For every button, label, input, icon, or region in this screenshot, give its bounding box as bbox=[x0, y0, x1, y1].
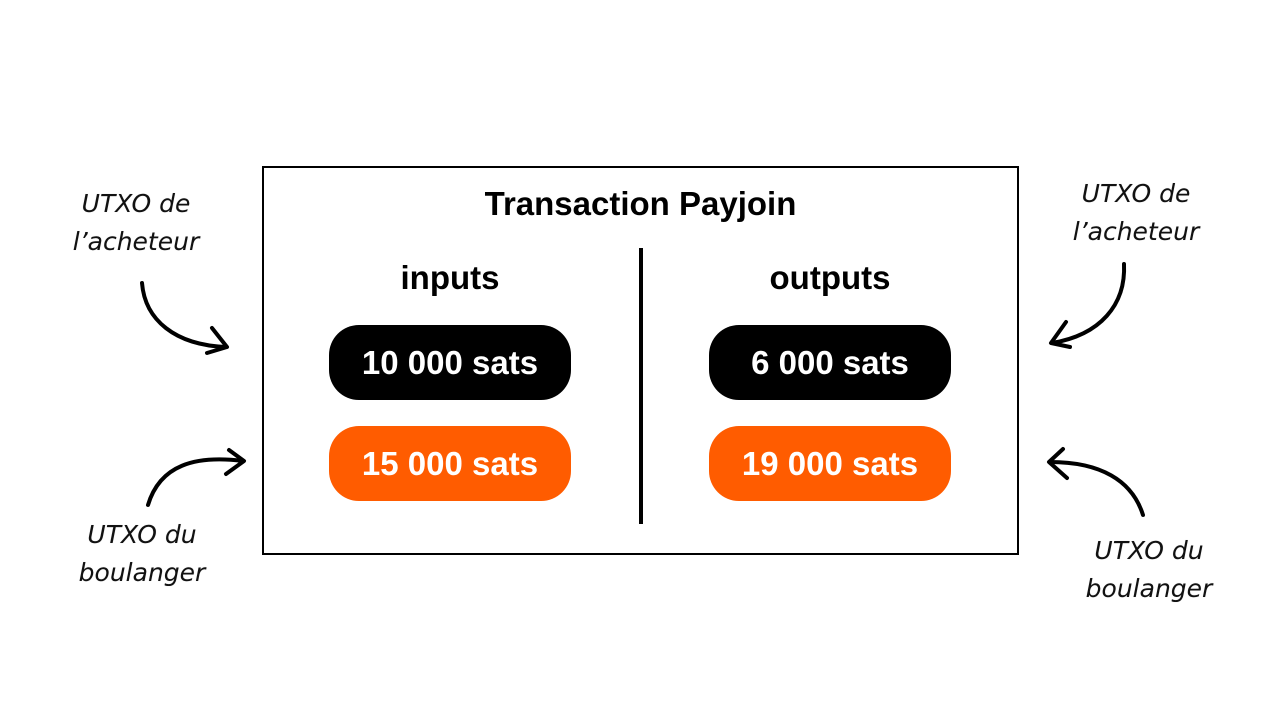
annotation-left-buyer-line2: l’acheteur bbox=[72, 227, 200, 256]
annotation-left-buyer-line1: UTXO de bbox=[81, 189, 191, 218]
annotation-left-baker-line1: UTXO du bbox=[87, 520, 197, 549]
transaction-box: Transaction Payjoin inputs 10 000 sats 1… bbox=[262, 166, 1019, 555]
annotation-right-baker-line1: UTXO du bbox=[1094, 536, 1204, 565]
output-pill-buyer: 6 000 sats bbox=[709, 325, 951, 400]
annotation-right-buyer-line2: l’acheteur bbox=[1072, 217, 1200, 246]
arrow-right-buyer-icon bbox=[1049, 262, 1127, 349]
annotation-left-baker-line2: boulanger bbox=[78, 558, 206, 587]
inputs-heading: inputs bbox=[400, 259, 500, 296]
outputs-heading: outputs bbox=[769, 259, 891, 296]
annotation-right-baker-line2: boulanger bbox=[1085, 574, 1213, 603]
input-pill-buyer: 10 000 sats bbox=[329, 325, 571, 400]
inputs-column: inputs 10 000 sats 15 000 sats bbox=[329, 256, 571, 501]
annotation-right-buyer: UTXO de l’acheteur bbox=[1026, 175, 1246, 251]
arrow-left-baker-icon bbox=[146, 448, 246, 507]
input-pill-baker: 15 000 sats bbox=[329, 426, 571, 501]
annotation-left-buyer: UTXO de l’acheteur bbox=[26, 185, 246, 261]
arrow-right-baker-icon bbox=[1047, 447, 1145, 517]
annotation-right-baker: UTXO du boulanger bbox=[1039, 532, 1259, 608]
column-divider bbox=[639, 248, 643, 524]
annotation-right-buyer-line1: UTXO de bbox=[1081, 179, 1191, 208]
outputs-column: outputs 6 000 sats 19 000 sats bbox=[709, 256, 951, 501]
annotation-left-baker: UTXO du boulanger bbox=[32, 516, 252, 592]
output-pill-baker: 19 000 sats bbox=[709, 426, 951, 501]
arrow-left-buyer-icon bbox=[140, 281, 229, 355]
transaction-title: Transaction Payjoin bbox=[484, 185, 797, 222]
